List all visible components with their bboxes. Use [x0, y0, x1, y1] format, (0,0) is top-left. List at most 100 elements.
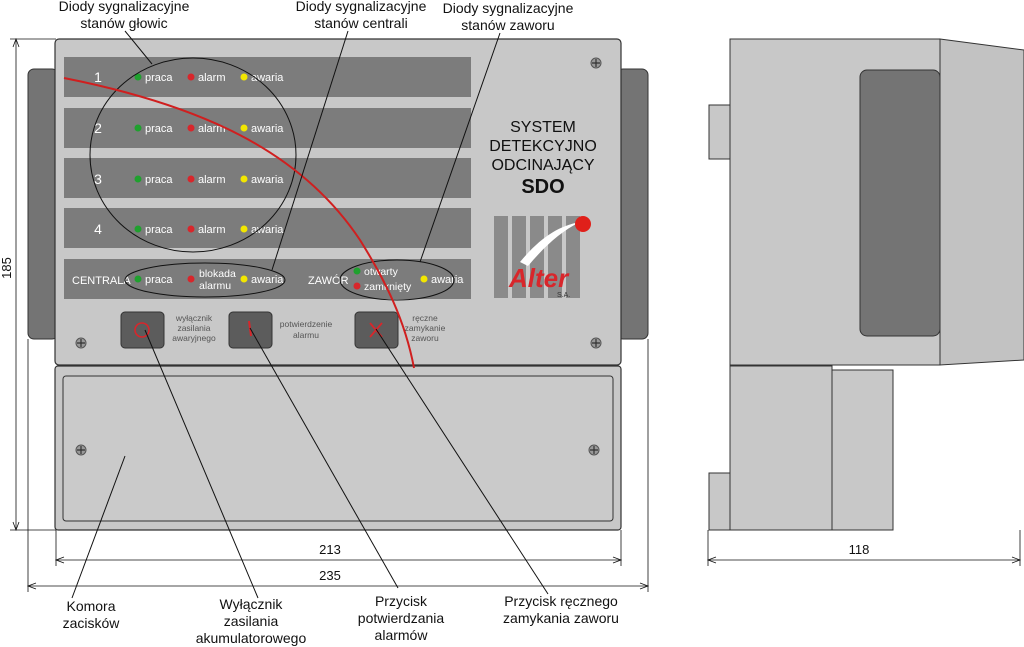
callout-valve-leds: stanów zaworu [461, 17, 554, 33]
callout-battery-switch: akumulatorowego [196, 630, 307, 646]
side-front-bevel [939, 38, 1024, 366]
led-label: alarm [198, 224, 226, 236]
button-label: awaryjnego [172, 333, 216, 343]
left-mounting-wing [27, 68, 59, 340]
terminal-chamber-cover [62, 375, 614, 522]
callout-head-leds: stanów głowic [80, 15, 167, 31]
head-row-4: 4 praca alarm awaria [64, 208, 471, 248]
side-wing [859, 69, 941, 337]
callout-head-leds: Diody sygnalizacyjne [59, 0, 190, 14]
dimension-lines [10, 37, 1022, 592]
led-label: awaria [431, 274, 464, 286]
callout-alarm-ack: alarmów [375, 627, 429, 643]
red-cable [63, 77, 415, 369]
led-green [134, 225, 142, 233]
callout-leaders [71, 30, 549, 599]
callout-manual-close: zamykania zaworu [503, 610, 619, 626]
callout-manual-close: Przycisk ręcznego [504, 593, 618, 609]
callout-central-leds: Diody sygnalizacyjne [296, 0, 427, 14]
button-label: potwierdzenie [280, 319, 333, 329]
led-label: awaria [251, 274, 284, 286]
button-label: zasilania [177, 323, 210, 333]
central-valve-row: CENTRALA praca blokada alarmu awaria ZAW… [64, 259, 471, 299]
led-green [353, 267, 361, 275]
button-label: alarmu [293, 330, 319, 340]
led-yellow [240, 124, 248, 132]
right-mounting-wing [616, 68, 649, 340]
led-label: alarm [198, 174, 226, 186]
callout-central-leds: stanów centrali [314, 15, 407, 31]
brand-suffix: S.A. [557, 292, 570, 299]
callout-alarm-ack: potwierdzania [358, 610, 445, 626]
head-row-2: 2 praca alarm awaria [64, 108, 471, 148]
led-label: praca [145, 123, 173, 135]
led-green [134, 275, 142, 283]
button-label: zamykanie [405, 323, 446, 333]
led-label: praca [145, 72, 173, 84]
led-label: blokada [199, 268, 236, 280]
led-label: praca [145, 174, 173, 186]
led-red [187, 275, 195, 283]
screw-icon [590, 57, 602, 69]
head-row-3: 3 praca alarm awaria [64, 158, 471, 198]
led-label: alarm [198, 123, 226, 135]
central-label: CENTRALA [72, 275, 131, 287]
valve-label: ZAWÓR [308, 274, 349, 287]
led-yellow [420, 275, 428, 283]
screw-icon [75, 337, 87, 349]
dimension-inner-width: 213 [319, 542, 341, 557]
led-green [134, 175, 142, 183]
row-number: 3 [94, 171, 102, 187]
led-label: alarm [198, 72, 226, 84]
callout-battery-switch: zasilania [224, 613, 279, 629]
system-title-line1: SYSTEM [510, 119, 576, 136]
led-label: alarmu [199, 280, 231, 292]
led-label: praca [145, 224, 173, 236]
led-red [187, 225, 195, 233]
valve-leds-highlight [339, 259, 455, 301]
head-row-1: 1 praca alarm awaria [64, 57, 471, 97]
led-red [187, 124, 195, 132]
callout-terminal-chamber: Komora [66, 598, 115, 614]
led-label: awaria [251, 224, 284, 236]
led-green [134, 124, 142, 132]
brand-name: Alter [508, 263, 570, 293]
screw-icon [75, 444, 87, 456]
callout-valve-leds: Diody sygnalizacyjne [443, 0, 574, 16]
dimension-height: 185 [0, 257, 14, 279]
led-red [353, 282, 361, 290]
led-label: otwarty [364, 266, 399, 278]
head-leds-highlight [89, 57, 297, 253]
led-yellow [240, 225, 248, 233]
side-top-connector [708, 104, 731, 160]
row-number: 4 [94, 221, 102, 237]
screw-icon [590, 337, 602, 349]
led-yellow [240, 175, 248, 183]
side-lower-housing [729, 365, 833, 531]
row-number: 1 [94, 69, 102, 85]
led-red [187, 175, 195, 183]
led-yellow [240, 73, 248, 81]
emergency-switch-button[interactable]: wyłącznik zasilania awaryjnego [120, 311, 216, 349]
button-label: zaworu [411, 333, 439, 343]
led-label: awaria [251, 174, 284, 186]
system-title-line3: ODCINAJĄCY [491, 157, 594, 174]
led-yellow [240, 275, 248, 283]
alter-logo: Alter S.A. [494, 216, 591, 299]
callout-alarm-ack: Przycisk [375, 593, 428, 609]
button-label: wyłącznik [175, 313, 213, 323]
led-green [134, 73, 142, 81]
dimension-outer-width: 235 [319, 568, 341, 583]
system-title-line2: DETEKCYJNO [489, 138, 597, 155]
button-label: ręczne [412, 313, 438, 323]
led-label: praca [145, 274, 173, 286]
system-model: SDO [521, 176, 564, 198]
central-leds-highlight [124, 262, 286, 298]
led-label: zamknięty [364, 281, 412, 293]
side-view [708, 38, 1024, 531]
row-number: 2 [94, 120, 102, 136]
led-red [187, 73, 195, 81]
callout-terminal-chamber: zacisków [63, 615, 121, 631]
led-label: awaria [251, 123, 284, 135]
